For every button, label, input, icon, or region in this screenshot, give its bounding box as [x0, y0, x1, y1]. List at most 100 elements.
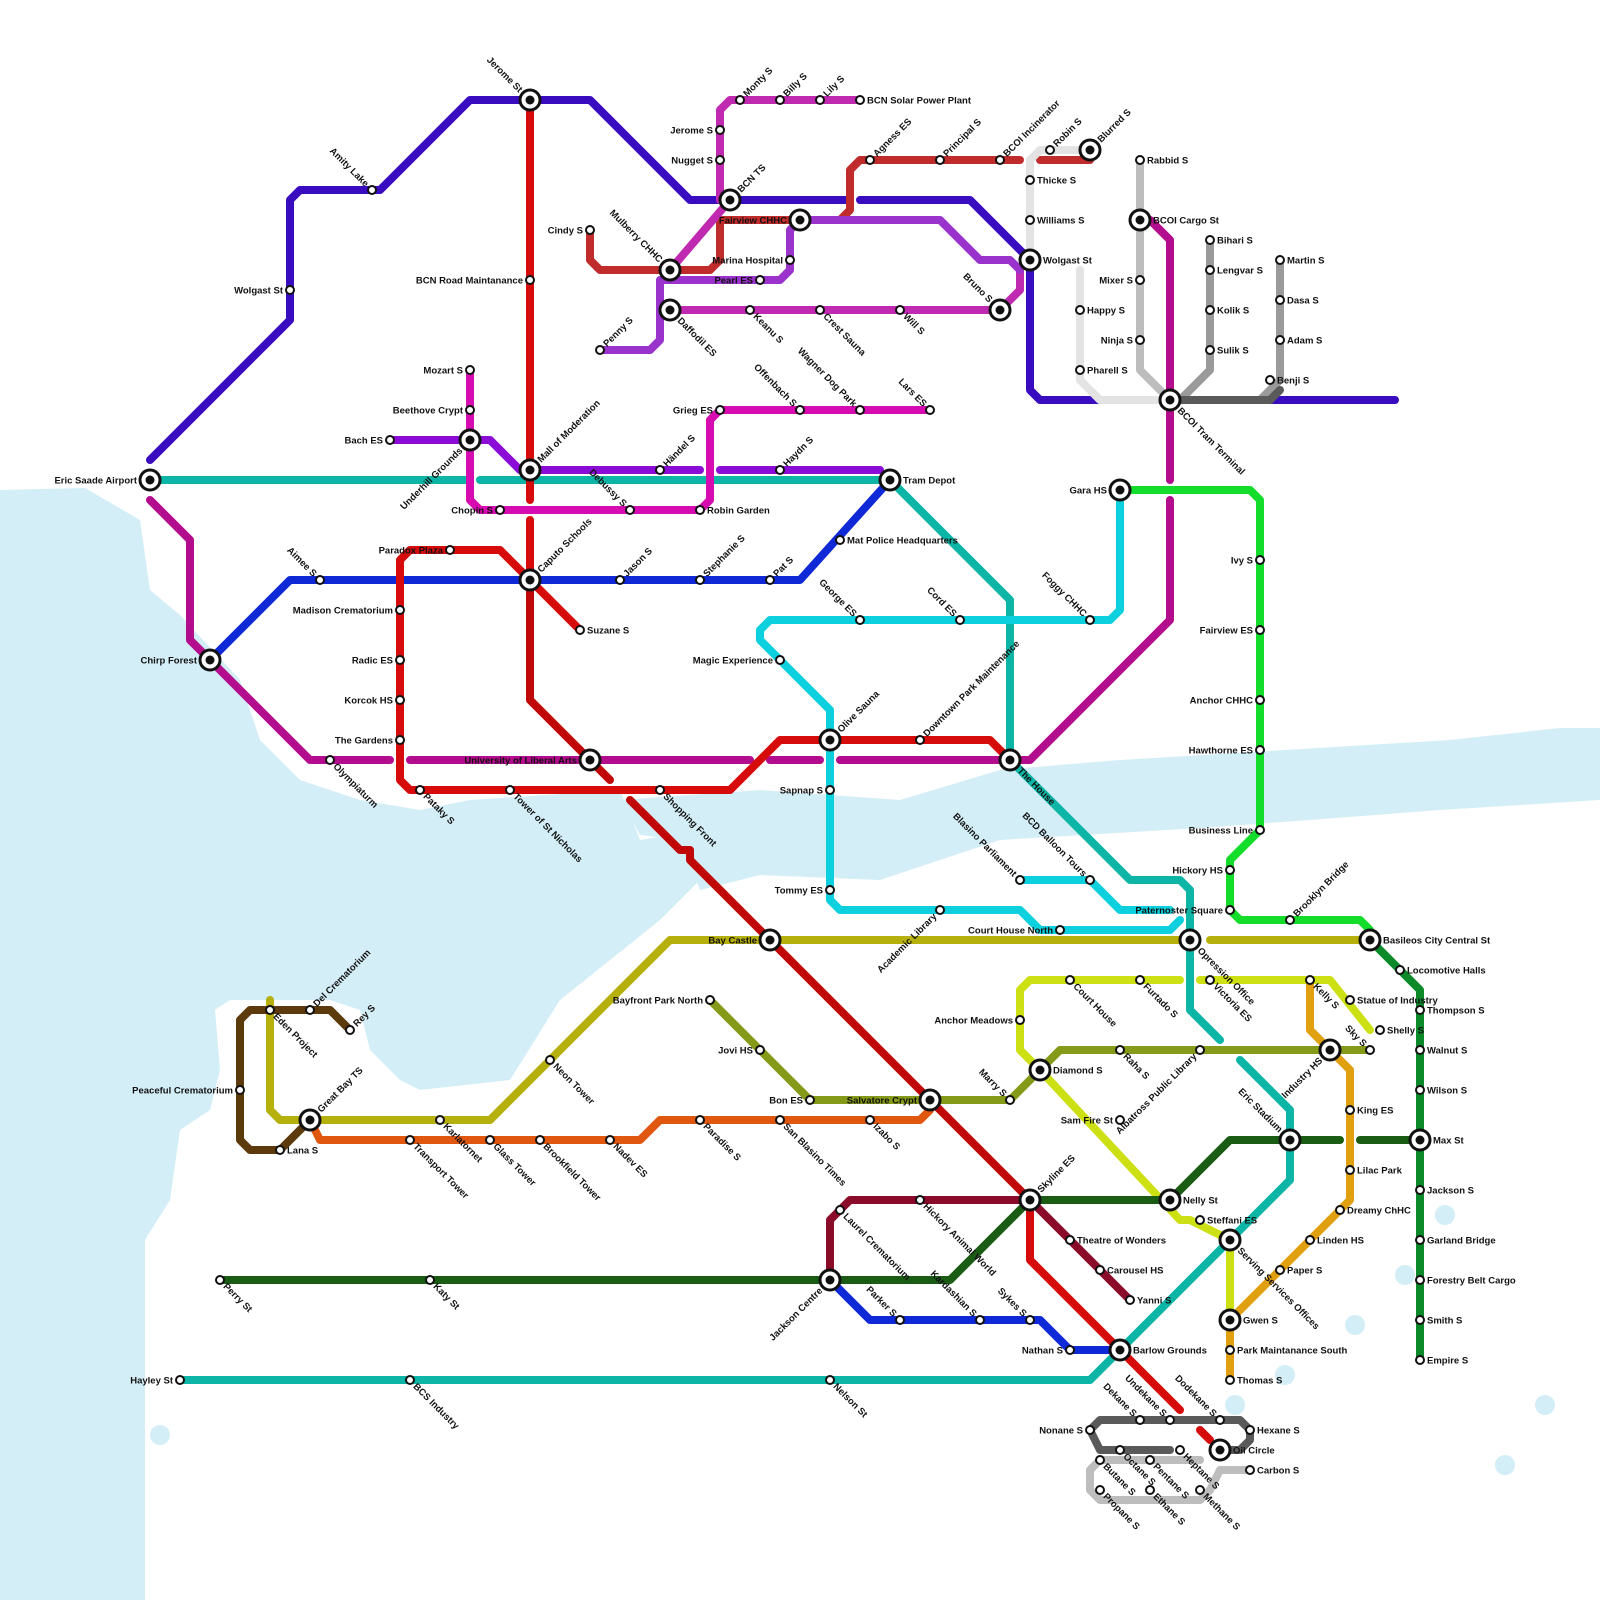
- station[interactable]: Neon Tower: [546, 1056, 597, 1107]
- station-marker[interactable]: [446, 546, 454, 554]
- station[interactable]: Jovi HS: [718, 1046, 764, 1057]
- station-marker[interactable]: [216, 1276, 224, 1284]
- station-marker[interactable]: [1416, 1046, 1424, 1054]
- station-marker[interactable]: [1096, 1266, 1104, 1274]
- station-marker[interactable]: [368, 186, 376, 194]
- station-marker[interactable]: [716, 156, 724, 164]
- station[interactable]: Magic Experience: [693, 656, 784, 667]
- station-marker[interactable]: [856, 616, 864, 624]
- station[interactable]: Bon ES: [769, 1096, 814, 1107]
- station[interactable]: Jerome S: [670, 126, 724, 137]
- station[interactable]: Tommy ES: [775, 886, 834, 897]
- station-marker[interactable]: [1076, 306, 1084, 314]
- station[interactable]: Chopin S: [451, 506, 504, 517]
- station-marker[interactable]: [776, 466, 784, 474]
- station[interactable]: Thompson S: [1416, 1006, 1485, 1017]
- station-marker[interactable]: [1136, 976, 1144, 984]
- station-marker[interactable]: [826, 886, 834, 894]
- station-marker[interactable]: [1246, 1426, 1254, 1434]
- station-marker[interactable]: [576, 626, 584, 634]
- station-marker[interactable]: [1276, 256, 1284, 264]
- station-marker[interactable]: [1416, 1236, 1424, 1244]
- station-marker[interactable]: [1026, 1316, 1034, 1324]
- station-marker[interactable]: [1066, 976, 1074, 984]
- station[interactable]: Pearl ES: [714, 276, 764, 287]
- station-marker[interactable]: [396, 696, 404, 704]
- station[interactable]: Williams S: [1026, 216, 1084, 227]
- station-marker[interactable]: [1266, 376, 1274, 384]
- station-marker[interactable]: [1206, 266, 1214, 274]
- station-marker[interactable]: [1096, 1456, 1104, 1464]
- station-marker[interactable]: [396, 736, 404, 744]
- station[interactable]: Bach ES: [344, 436, 394, 447]
- station[interactable]: Hickory Animal World: [916, 1196, 998, 1279]
- station[interactable]: Blurred S: [1080, 107, 1134, 160]
- station-marker[interactable]: [496, 506, 504, 514]
- station-marker[interactable]: [316, 576, 324, 584]
- station-marker[interactable]: [346, 1026, 354, 1034]
- station-marker[interactable]: [1346, 996, 1354, 1004]
- station[interactable]: BCOI Cargo St: [1130, 210, 1220, 230]
- station-marker[interactable]: [896, 1316, 904, 1324]
- station[interactable]: Hayley St: [130, 1376, 184, 1387]
- line-purple[interactable]: [600, 220, 1020, 350]
- station[interactable]: Korcok HS: [344, 696, 404, 707]
- station-marker[interactable]: [916, 1196, 924, 1204]
- station-marker[interactable]: [536, 1136, 544, 1144]
- station-marker[interactable]: [856, 406, 864, 414]
- station-marker[interactable]: [386, 436, 394, 444]
- station-marker[interactable]: [396, 606, 404, 614]
- station[interactable]: Madison Crematorium: [293, 606, 404, 617]
- station[interactable]: BCN Road Maintanance: [416, 276, 534, 287]
- station-marker[interactable]: [1006, 1096, 1014, 1104]
- station[interactable]: Sam Fire St: [1061, 1116, 1124, 1127]
- station-marker[interactable]: [796, 406, 804, 414]
- station-marker[interactable]: [406, 1376, 414, 1384]
- station[interactable]: Jackson S: [1416, 1186, 1474, 1197]
- station-marker[interactable]: [1166, 1416, 1174, 1424]
- station-marker[interactable]: [1366, 1046, 1374, 1054]
- station-marker[interactable]: [836, 536, 844, 544]
- station-marker[interactable]: [1276, 1266, 1284, 1274]
- station-marker[interactable]: [896, 306, 904, 314]
- station[interactable]: Statue of Industry: [1346, 996, 1438, 1007]
- station-marker[interactable]: [1226, 906, 1234, 914]
- station[interactable]: Ivy S: [1231, 556, 1264, 567]
- station-marker[interactable]: [1416, 1006, 1424, 1014]
- station-marker[interactable]: [776, 1116, 784, 1124]
- station-marker[interactable]: [806, 1096, 814, 1104]
- station[interactable]: Anchor CHHC: [1190, 696, 1264, 707]
- station[interactable]: Dreamy ChHC: [1336, 1206, 1411, 1217]
- station-marker[interactable]: [1276, 296, 1284, 304]
- station[interactable]: Methane S: [1196, 1486, 1242, 1533]
- station-marker[interactable]: [1116, 1446, 1124, 1454]
- station[interactable]: Court House: [1066, 976, 1119, 1029]
- station[interactable]: Hawthorne ES: [1189, 746, 1264, 757]
- station-marker[interactable]: [1046, 146, 1054, 154]
- station[interactable]: Theatre of Wonders: [1066, 1236, 1166, 1247]
- station-marker[interactable]: [1086, 876, 1094, 884]
- station[interactable]: Lilac Park: [1346, 1166, 1403, 1177]
- station-marker[interactable]: [266, 1006, 274, 1014]
- station[interactable]: BCN Solar Power Plant: [856, 96, 972, 107]
- station[interactable]: Thomas S: [1226, 1376, 1282, 1387]
- station[interactable]: Hexane S: [1246, 1426, 1300, 1437]
- station-marker[interactable]: [466, 406, 474, 414]
- station-marker[interactable]: [1026, 176, 1034, 184]
- station-marker[interactable]: [506, 786, 514, 794]
- station-marker[interactable]: [1066, 1236, 1074, 1244]
- station-marker[interactable]: [396, 656, 404, 664]
- station-marker[interactable]: [1416, 1316, 1424, 1324]
- station[interactable]: Hickory HS: [1172, 866, 1234, 877]
- station-marker[interactable]: [1056, 926, 1064, 934]
- station-marker[interactable]: [756, 276, 764, 284]
- station[interactable]: Anchor Meadows: [934, 1016, 1024, 1027]
- station-marker[interactable]: [1256, 746, 1264, 754]
- station-marker[interactable]: [1206, 236, 1214, 244]
- station-marker[interactable]: [816, 306, 824, 314]
- station[interactable]: Wolgast St: [234, 286, 294, 297]
- station[interactable]: Gara HS: [1070, 480, 1131, 500]
- station-marker[interactable]: [1196, 1216, 1204, 1224]
- station-marker[interactable]: [976, 1316, 984, 1324]
- station-marker[interactable]: [716, 406, 724, 414]
